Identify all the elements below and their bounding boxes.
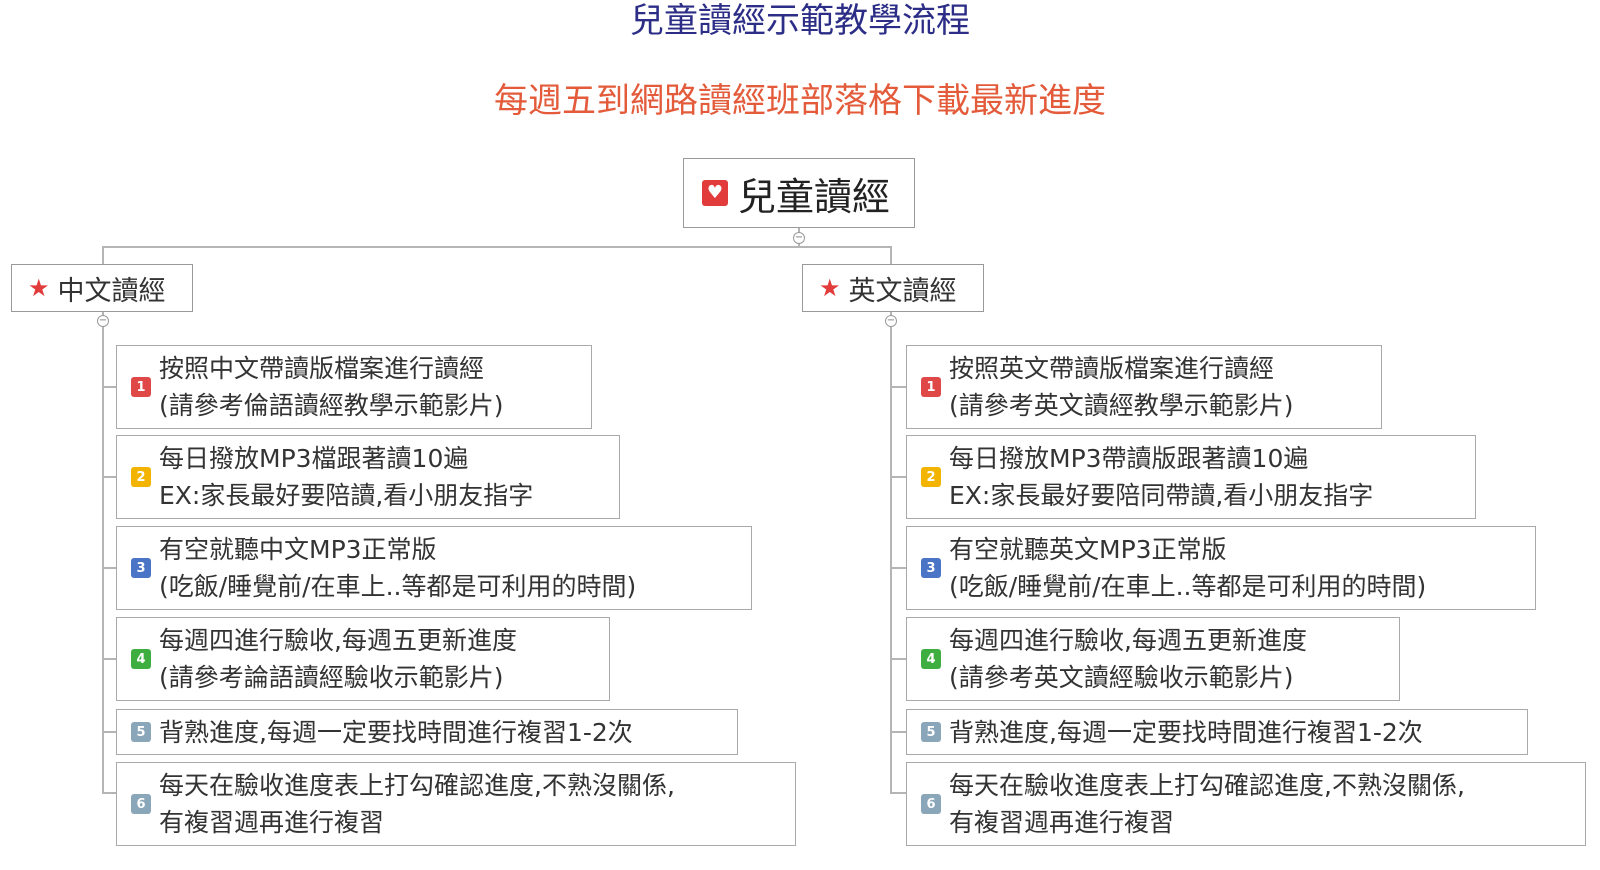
step-node[interactable]: 1 按照英文帶讀版檔案進行讀經 (請參考英文讀經教學示範影片) xyxy=(906,345,1382,429)
step-text-line: 有空就聽中文MP3正常版 xyxy=(159,535,437,564)
connector-line xyxy=(890,792,906,794)
step-number-badge: 3 xyxy=(921,558,941,578)
page-title: 兒童讀經示範教學流程 xyxy=(630,1,970,41)
step-text-line: (請參考論語讀經驗收示範影片) xyxy=(159,663,504,692)
connector-line xyxy=(102,386,116,388)
step-number-badge: 4 xyxy=(921,649,941,669)
branch-node-chinese[interactable]: ★ 中文讀經 xyxy=(11,264,193,312)
step-number-badge: 2 xyxy=(921,467,941,487)
step-text-line: (吃飯/睡覺前/在車上..等都是可利用的時間) xyxy=(159,572,637,601)
step-number-badge: 5 xyxy=(131,722,151,742)
step-text-line: 每天在驗收進度表上打勾確認進度,不熟沒關係, xyxy=(159,771,675,800)
step-number-badge: 1 xyxy=(131,377,151,397)
connector-line xyxy=(890,567,906,569)
step-text-line: 每日撥放MP3檔跟著讀10遍 xyxy=(159,444,469,473)
step-number-badge: 1 xyxy=(921,377,941,397)
step-text-line: 背熟進度,每週一定要找時間進行複習1-2次 xyxy=(159,717,633,747)
step-node[interactable]: 2 每日撥放MP3帶讀版跟著讀10遍 EX:家長最好要陪同帶讀,看小朋友指字 xyxy=(906,435,1476,519)
connector-line xyxy=(890,386,906,388)
step-text-line: 有空就聽英文MP3正常版 xyxy=(949,535,1227,564)
connector-line xyxy=(102,246,892,248)
step-text-line: (吃飯/睡覺前/在車上..等都是可利用的時間) xyxy=(949,572,1427,601)
connector-line xyxy=(102,567,116,569)
step-node[interactable]: 4 每週四進行驗收,每週五更新進度 (請參考論語讀經驗收示範影片) xyxy=(116,617,610,701)
step-text-line: 背熟進度,每週一定要找時間進行複習1-2次 xyxy=(949,717,1423,747)
connector-line xyxy=(102,312,104,792)
step-node[interactable]: 5 背熟進度,每週一定要找時間進行複習1-2次 xyxy=(906,709,1528,755)
connector-line xyxy=(102,246,104,264)
connector-line xyxy=(890,658,906,660)
step-text-line: EX:家長最好要陪讀,看小朋友指字 xyxy=(159,481,534,510)
collapse-toggle-icon[interactable]: − xyxy=(97,315,109,327)
step-node[interactable]: 6 每天在驗收進度表上打勾確認進度,不熟沒關係, 有複習週再進行複習 xyxy=(116,762,796,846)
collapse-toggle-icon[interactable]: − xyxy=(793,232,805,244)
connector-line xyxy=(102,658,116,660)
star-icon: ★ xyxy=(819,274,841,302)
root-node[interactable]: ♥ 兒童讀經 xyxy=(683,158,915,228)
step-text-line: (請參考倫語讀經教學示範影片) xyxy=(159,391,504,420)
branch-node-english[interactable]: ★ 英文讀經 xyxy=(802,264,984,312)
connector-line xyxy=(890,731,906,733)
step-text-line: 每週四進行驗收,每週五更新進度 xyxy=(949,626,1307,655)
step-text-line: 每日撥放MP3帶讀版跟著讀10遍 xyxy=(949,444,1309,473)
connector-line xyxy=(102,731,116,733)
step-text-line: 每週四進行驗收,每週五更新進度 xyxy=(159,626,517,655)
page-subtitle: 每週五到網路讀經班部落格下載最新進度 xyxy=(494,81,1106,121)
step-text-line: 每天在驗收進度表上打勾確認進度,不熟沒關係, xyxy=(949,771,1465,800)
step-text-line: (請參考英文讀經驗收示範影片) xyxy=(949,663,1294,692)
step-node[interactable]: 1 按照中文帶讀版檔案進行讀經 (請參考倫語讀經教學示範影片) xyxy=(116,345,592,429)
step-number-badge: 6 xyxy=(131,794,151,814)
connector-line xyxy=(890,246,892,264)
step-number-badge: 4 xyxy=(131,649,151,669)
step-node[interactable]: 3 有空就聽英文MP3正常版 (吃飯/睡覺前/在車上..等都是可利用的時間) xyxy=(906,526,1536,610)
step-text-line: (請參考英文讀經教學示範影片) xyxy=(949,391,1294,420)
star-icon: ★ xyxy=(28,274,50,302)
step-text-line: 按照英文帶讀版檔案進行讀經 xyxy=(949,354,1275,383)
step-node[interactable]: 5 背熟進度,每週一定要找時間進行複習1-2次 xyxy=(116,709,738,755)
connector-line xyxy=(102,476,116,478)
step-node[interactable]: 3 有空就聽中文MP3正常版 (吃飯/睡覺前/在車上..等都是可利用的時間) xyxy=(116,526,752,610)
step-text-line: 有複習週再進行複習 xyxy=(949,808,1175,837)
step-number-badge: 2 xyxy=(131,467,151,487)
collapse-toggle-icon[interactable]: − xyxy=(885,315,897,327)
step-node[interactable]: 4 每週四進行驗收,每週五更新進度 (請參考英文讀經驗收示範影片) xyxy=(906,617,1400,701)
connector-line xyxy=(890,476,906,478)
connector-line xyxy=(102,792,116,794)
branch-label: 英文讀經 xyxy=(848,275,957,307)
step-text-line: 有複習週再進行複習 xyxy=(159,808,385,837)
step-node[interactable]: 6 每天在驗收進度表上打勾確認進度,不熟沒關係, 有複習週再進行複習 xyxy=(906,762,1586,846)
connector-line xyxy=(890,312,892,792)
step-number-badge: 6 xyxy=(921,794,941,814)
step-number-badge: 5 xyxy=(921,722,941,742)
step-node[interactable]: 2 每日撥放MP3檔跟著讀10遍 EX:家長最好要陪讀,看小朋友指字 xyxy=(116,435,620,519)
step-text-line: 按照中文帶讀版檔案進行讀經 xyxy=(159,354,485,383)
root-label: 兒童讀經 xyxy=(738,174,891,219)
step-text-line: EX:家長最好要陪同帶讀,看小朋友指字 xyxy=(949,481,1374,510)
heart-icon: ♥ xyxy=(702,180,728,206)
branch-label: 中文讀經 xyxy=(57,275,166,307)
step-number-badge: 3 xyxy=(131,558,151,578)
